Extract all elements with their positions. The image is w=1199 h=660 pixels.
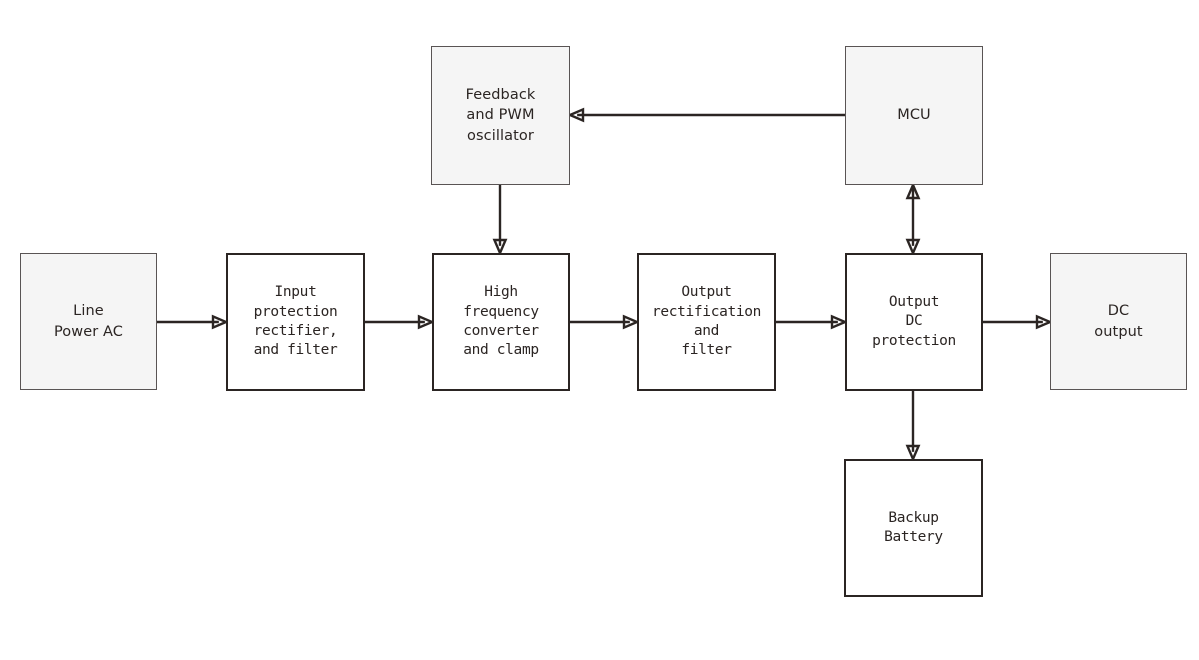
- block-backup-battery[interactable]: Backup Battery: [844, 459, 983, 597]
- connector-line-to-input: [157, 314, 230, 330]
- block-high-frequency-converter[interactable]: High frequency converter and clamp: [432, 253, 570, 391]
- block-input-protection[interactable]: Input protection rectifier, and filter: [226, 253, 365, 391]
- arrowhead-end: [492, 238, 508, 257]
- arrowhead-end: [417, 314, 436, 330]
- block-output-rectification[interactable]: Output rectification and filter: [637, 253, 776, 391]
- connector-feedback-to-converter: [492, 185, 508, 257]
- arrowhead-end: [566, 107, 585, 123]
- connector-protection-to-output: [983, 314, 1054, 330]
- arrowhead-end: [211, 314, 230, 330]
- block-output-dc-protection[interactable]: Output DC protection: [845, 253, 983, 391]
- arrowhead-end: [622, 314, 641, 330]
- connector-converter-to-rectify: [570, 314, 641, 330]
- arrowhead-end: [905, 238, 921, 257]
- block-line-power-ac[interactable]: Line Power AC: [20, 253, 157, 390]
- arrowhead-start: [905, 181, 921, 200]
- connector-mcu-to-feedback: [566, 107, 845, 123]
- connector-input-to-converter: [365, 314, 436, 330]
- connector-rectify-to-protection: [776, 314, 849, 330]
- arrowhead-end: [830, 314, 849, 330]
- arrowhead-end: [1035, 314, 1054, 330]
- block-dc-output[interactable]: DC output: [1050, 253, 1187, 390]
- connector-protection-to-battery: [905, 391, 921, 463]
- block-mcu[interactable]: MCU: [845, 46, 983, 185]
- arrowhead-end: [905, 444, 921, 463]
- connector-mcu-protection-link: [905, 181, 921, 257]
- block-feedback-pwm-oscillator[interactable]: Feedback and PWM oscillator: [431, 46, 570, 185]
